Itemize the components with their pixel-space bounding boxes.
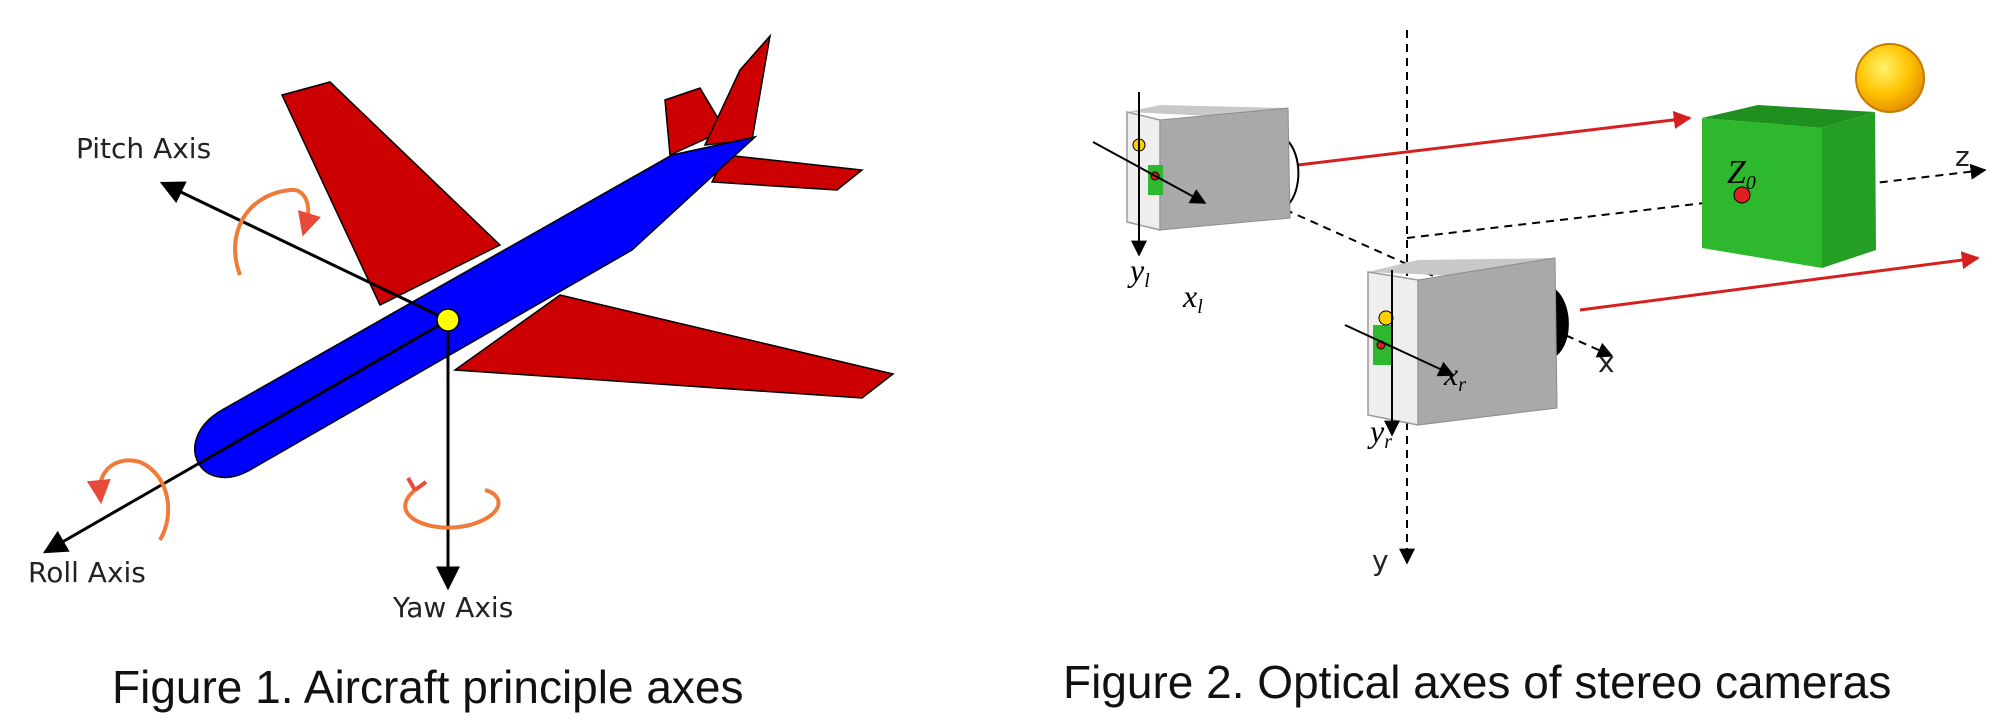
world-z-label: z	[1955, 140, 1970, 173]
left-camera-side	[1159, 107, 1291, 231]
figure1-caption: Figure 1. Aircraft principle axes	[112, 661, 744, 713]
object-cube: Z0	[1702, 105, 1876, 268]
yaw-rotation-arrowhead	[406, 476, 428, 492]
object-cube-side	[1822, 112, 1876, 268]
object-point	[1733, 186, 1751, 204]
object-cube-front	[1702, 118, 1822, 268]
right-optical-ray	[1579, 251, 1980, 312]
left-wing	[280, 81, 502, 307]
right-camera-lens	[1554, 289, 1569, 356]
right-x-axis	[1344, 324, 1455, 377]
figure1-aircraft: Pitch Axis Roll Axis Yaw Axis Figure 1. …	[28, 33, 895, 713]
pitch-axis-label: Pitch Axis	[76, 132, 211, 165]
pitch-rotation-arrow	[233, 187, 321, 276]
figure2-caption: Figure 2. Optical axes of stereo cameras	[1063, 656, 1891, 708]
right-camera-side	[1417, 257, 1558, 426]
object-cube-top	[1702, 105, 1875, 128]
left-x-label: xl	[1182, 278, 1203, 318]
left-y-label: yl	[1127, 252, 1150, 292]
sun-icon	[1855, 43, 1925, 113]
center-of-gravity	[436, 308, 460, 332]
tail-fin	[703, 33, 772, 146]
world-z-axis	[1406, 163, 1987, 239]
right-x-label: xr	[1443, 356, 1466, 396]
yaw-axis-label: Yaw Axis	[392, 591, 513, 624]
horizontal-stabilizer	[710, 154, 864, 191]
right-camera: xr yr	[1344, 257, 1569, 453]
left-camera-lens	[1286, 139, 1300, 206]
left-x-axis	[1092, 141, 1207, 204]
object-label: Z0	[1727, 154, 1756, 194]
left-optical-ray	[1297, 110, 1692, 167]
roll-axis-label: Roll Axis	[28, 556, 146, 589]
world-y-label: y	[1372, 544, 1389, 577]
figure2-stereo: yl xl xr yr Z0 z x	[1063, 30, 1987, 708]
roll-rotation-arrow	[86, 458, 171, 542]
right-camera-indicator	[1378, 310, 1394, 326]
world-x-label: x	[1598, 346, 1615, 379]
left-camera: yl xl	[1092, 92, 1300, 318]
world-x-axis	[1169, 157, 1614, 358]
right-y-label: yr	[1367, 413, 1392, 453]
roll-axis-line	[42, 318, 449, 554]
yaw-rotation-arrow	[403, 488, 501, 530]
right-wing	[452, 294, 895, 399]
fuselage	[194, 135, 758, 479]
pitch-axis-line	[159, 181, 449, 322]
